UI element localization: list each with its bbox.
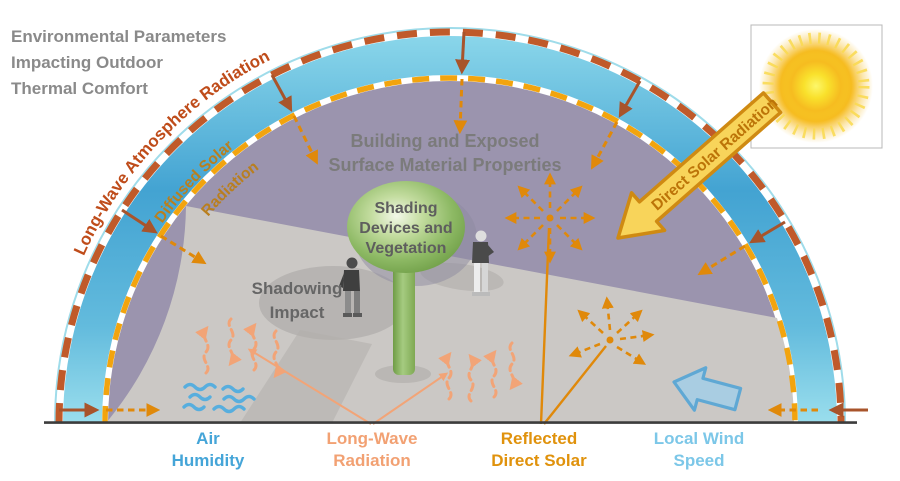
radiation-crossing-arrows [59, 31, 868, 418]
outer-dashed-arc [55, 28, 845, 424]
tree-icon [347, 181, 477, 375]
person-icon-right [472, 230, 494, 296]
air-humidity-label: Air Humidity [171, 429, 245, 470]
humidity-waves-icon [182, 382, 256, 414]
outer-edge-line [54, 27, 846, 424]
wind-arrow-icon [672, 366, 743, 412]
reflected-direct-solar-label: Reflected Direct Solar [491, 429, 587, 470]
starburst-rays-icon-upper [504, 172, 596, 264]
long-wave-radiation-label: Long-Wave Radiation [326, 429, 418, 470]
inner-dashed-arc [102, 75, 798, 424]
shading-vegetation-label: Shading Devices and Vegetation [359, 200, 453, 257]
long-wave-wavy-arrows-icon [195, 317, 523, 403]
building-surface-label: Building and Exposed Surface Material Pr… [328, 131, 562, 175]
sun-icon [750, 24, 883, 149]
person-icon-left [339, 257, 362, 317]
local-wind-speed-label: Local Wind Speed [653, 429, 745, 470]
shadowing-impact-label: Shadowing Impact [251, 279, 343, 322]
long-wave-leader-lines [247, 348, 449, 425]
starburst-rays-icon-lower [568, 296, 655, 365]
shadow-shapes [240, 262, 504, 423]
diagram-title: Environmental Parameters Impacting Outdo… [11, 24, 226, 102]
title-line: Impacting Outdoor [11, 53, 164, 72]
dome [106, 81, 794, 425]
title-line: Environmental Parameters [11, 27, 227, 46]
atmosphere-band [54, 27, 846, 424]
title-line: Thermal Comfort [11, 79, 148, 98]
